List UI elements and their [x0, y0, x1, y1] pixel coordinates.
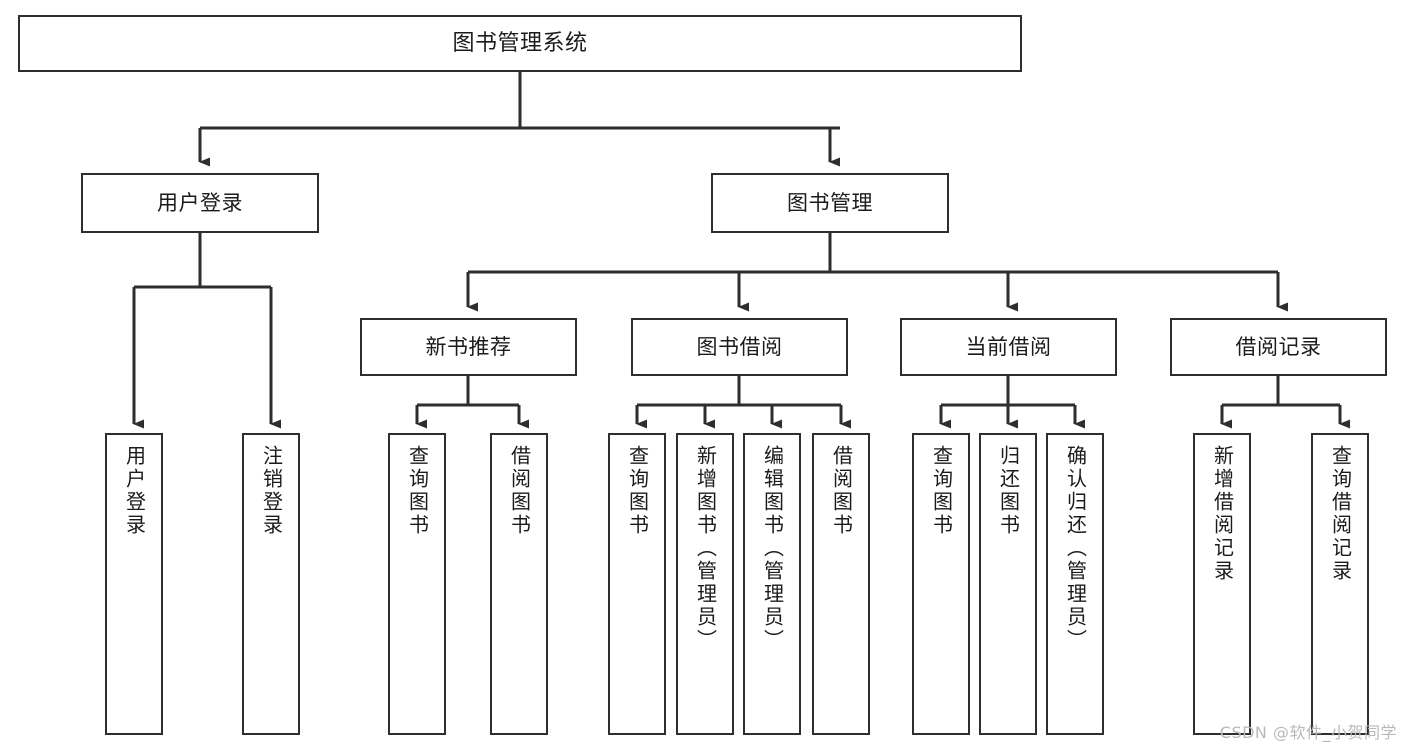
leaf-current-borrow-confirm-return[interactable]: 确认归还（管理员）	[1046, 433, 1104, 735]
node-book-borrow[interactable]: 图书借阅	[631, 318, 848, 376]
node-new-book-recommend[interactable]: 新书推荐	[360, 318, 577, 376]
leaf-user-login-signout-label: 注销登录	[259, 445, 284, 537]
leaf-borrow-record-add[interactable]: 新增借阅记录	[1193, 433, 1251, 735]
leaf-book-borrow-add-label: 新增图书（管理员）	[693, 445, 718, 652]
leaf-user-login-signin[interactable]: 用户登录	[105, 433, 163, 735]
node-book-management[interactable]: 图书管理	[711, 173, 949, 233]
leaf-current-borrow-return[interactable]: 归还图书	[979, 433, 1037, 735]
node-book-management-label: 图书管理	[787, 190, 873, 215]
leaf-new-book-query[interactable]: 查询图书	[388, 433, 446, 735]
node-current-borrow-label: 当前借阅	[965, 334, 1052, 359]
leaf-book-borrow-edit-label: 编辑图书（管理员）	[760, 445, 785, 652]
leaf-current-borrow-query[interactable]: 查询图书	[912, 433, 970, 735]
leaf-book-borrow-edit[interactable]: 编辑图书（管理员）	[743, 433, 801, 735]
leaf-book-borrow-lend[interactable]: 借阅图书	[812, 433, 870, 735]
leaf-book-borrow-lend-label: 借阅图书	[829, 445, 854, 537]
leaf-user-login-signout[interactable]: 注销登录	[242, 433, 300, 735]
leaf-user-login-signin-label: 用户登录	[122, 445, 147, 537]
watermark-text: CSDN @软件_小贺同学	[1219, 723, 1397, 742]
node-book-borrow-label: 图书借阅	[696, 334, 783, 359]
leaf-new-book-borrow-label: 借阅图书	[507, 445, 532, 537]
leaf-book-borrow-query-label: 查询图书	[625, 445, 650, 537]
leaf-current-borrow-confirm-return-label: 确认归还（管理员）	[1063, 445, 1088, 652]
node-user-login[interactable]: 用户登录	[81, 173, 319, 233]
node-root[interactable]: 图书管理系统	[18, 15, 1022, 72]
leaf-book-borrow-query[interactable]: 查询图书	[608, 433, 666, 735]
leaf-borrow-record-query[interactable]: 查询借阅记录	[1311, 433, 1369, 735]
leaf-borrow-record-add-label: 新增借阅记录	[1210, 445, 1235, 583]
node-borrow-record-label: 借阅记录	[1235, 334, 1322, 359]
node-user-login-label: 用户登录	[157, 190, 243, 215]
node-current-borrow[interactable]: 当前借阅	[900, 318, 1117, 376]
leaf-current-borrow-query-label: 查询图书	[929, 445, 954, 537]
node-new-book-recommend-label: 新书推荐	[425, 334, 512, 359]
node-root-label: 图书管理系统	[452, 30, 588, 56]
leaf-book-borrow-add[interactable]: 新增图书（管理员）	[676, 433, 734, 735]
leaf-new-book-borrow[interactable]: 借阅图书	[490, 433, 548, 735]
leaf-borrow-record-query-label: 查询借阅记录	[1328, 445, 1353, 583]
leaf-new-book-query-label: 查询图书	[405, 445, 430, 537]
node-borrow-record[interactable]: 借阅记录	[1170, 318, 1387, 376]
leaf-current-borrow-return-label: 归还图书	[996, 445, 1021, 537]
